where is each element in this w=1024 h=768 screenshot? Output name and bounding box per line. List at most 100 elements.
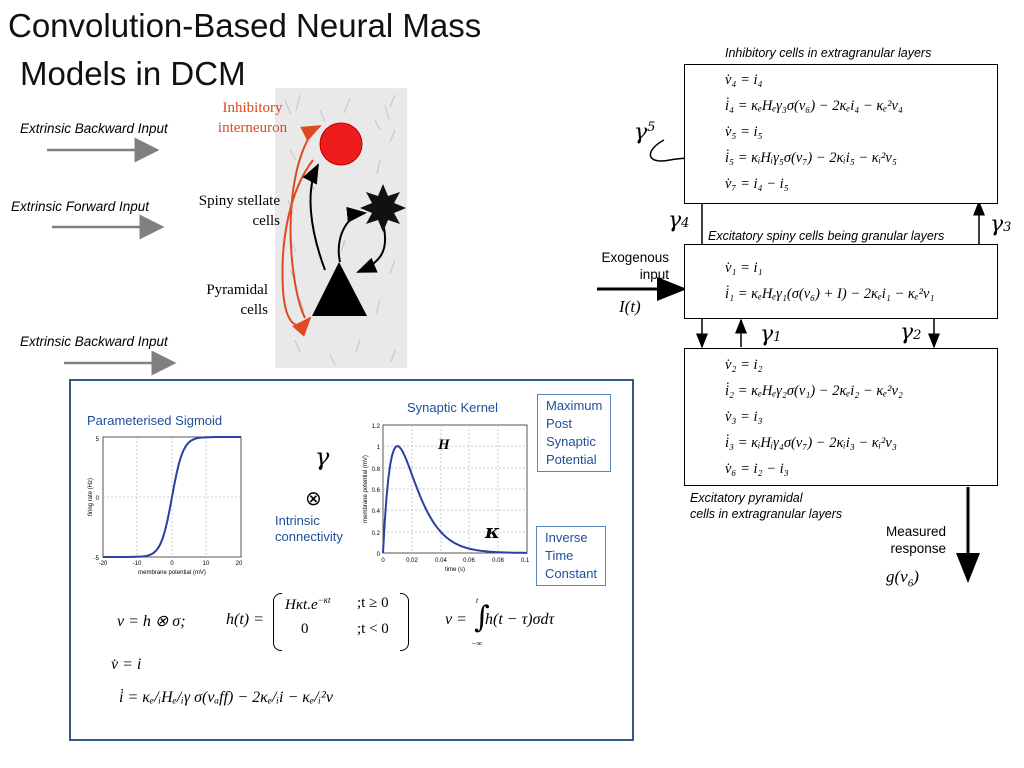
title-line-2: Models in DCM [20, 55, 246, 92]
extrinsic-backward-input-top: Extrinsic Backward Input [20, 121, 168, 136]
kernel-xtick-1: 0.02 [406, 558, 418, 564]
measured-line1: Measured [885, 524, 946, 539]
sigmoid-plot: 5 0 -5 -20 -10 0 10 20 membrane potentia… [88, 436, 243, 576]
inhibitory-to-pyramidal-arrow [281, 159, 314, 337]
kappa-symbol: κ [485, 519, 500, 543]
gamma1-symbol: γ [760, 322, 774, 347]
kernel-xtick-5: 0.1 [521, 558, 530, 564]
brace-left [273, 593, 282, 651]
extrinsic-forward-input: Extrinsic Forward Input [11, 199, 150, 214]
intrinsic-connectivity-label: Intrinsic connectivity [275, 513, 343, 545]
eq-bot-3: i̇₃ = κᵢHᵢγ₄σ(v₇) − 2κᵢi₃ − κᵢ²v₃ [725, 435, 897, 451]
sigmoid-ytick-neg5: -5 [94, 556, 100, 562]
sigmoid-xtick-0: -20 [99, 561, 108, 567]
inhibitory-interneuron-cell [319, 122, 363, 166]
pyr-caption-line2: cells in extragranular layers [690, 507, 843, 521]
kernel-xtick-2: 0.04 [435, 558, 447, 564]
gamma4-label: γ4 [668, 208, 689, 233]
intrinsic-line2: connectivity [275, 529, 343, 544]
exogenous-input-label: Exogenous input [585, 249, 669, 283]
spiny-stellate-cell [360, 184, 406, 232]
otimes-icon: ⊗ [305, 486, 322, 510]
eq-top-1: i̇₄ = κₑHₑγ₃σ(v₆) − 2κₑi₄ − κₑ²v₄ [725, 98, 903, 114]
sigmoid-ylabel: firing rate (Hz) [88, 478, 94, 516]
sigmoid-xtick-1: -10 [133, 561, 142, 567]
pyramidal-label: Pyramidal cells [180, 280, 268, 320]
sigmoid-xtick-4: 20 [236, 561, 243, 567]
kernel-ytick-1: 1 [377, 445, 381, 451]
inhibitory-cells-caption: Inhibitory cells in extragranular layers [725, 46, 932, 60]
sigmoid-xtick-2: 0 [170, 561, 174, 567]
kernel-ytick-5: 0.2 [372, 531, 381, 537]
eq-int-lower: −∞ [471, 639, 483, 648]
eq-h-case2: 0 [301, 621, 309, 637]
gamma2-label: γ2 [900, 320, 921, 345]
kernel-ytick-3: 0.6 [372, 488, 381, 494]
inhibitory-label-line1: Inhibitory [222, 100, 283, 116]
callout-inv-line2: Time [545, 548, 574, 563]
eq-convolution: v = h ⊗ σ; [117, 613, 186, 630]
eq-top-4: v̇₇ = i₄ − i₅ [725, 176, 789, 192]
gamma2-sub: 2 [913, 328, 922, 343]
stellate-to-pyramidal-arrow [356, 227, 387, 273]
eq-int-lhs: v = [445, 611, 467, 628]
gamma3-label: γ3 [990, 212, 1011, 237]
gamma5-symbol: γ [634, 120, 648, 145]
brace-right [400, 593, 409, 651]
kernel-ytick-0: 1.2 [372, 424, 381, 430]
pyramidal-label-line1: Pyramidal [206, 282, 268, 298]
callout-max-line2: Post [546, 416, 573, 431]
sigmoid-ytick-0: 0 [96, 496, 100, 502]
callout-max-line4: Potential [546, 452, 597, 467]
kernel-curve [382, 444, 527, 554]
pyramidal-to-stellate-arrow [337, 206, 367, 263]
measured-symbol-text: g(v [886, 567, 908, 586]
eq-h-case1-text: Hκt.e [285, 597, 318, 613]
eq-h-case1-exp: −κt [317, 595, 331, 605]
eq-int-upper: t [476, 596, 479, 605]
measured-symbol: g(v6) [886, 567, 919, 590]
gamma3-sub: 3 [1003, 220, 1012, 235]
pyramidal-to-inhibitory-arrow [302, 163, 326, 271]
inverse-time-constant-callout: Inverse Time Constant [536, 526, 607, 586]
eq-idot: i̇ = κₑ/ᵢHₑ/ᵢγ σ(vₐff) − 2κₑ/ᵢi − κₑ/ᵢ²v [119, 689, 333, 706]
gamma5-label: γ5 [634, 120, 655, 145]
callout-inv-line3: Constant [545, 566, 598, 581]
sigmoid-ytick-5: 5 [96, 437, 100, 443]
gamma1-label: γ1 [760, 322, 781, 347]
kernel-xtick-3: 0.06 [463, 558, 475, 564]
kernel-plot: 1.2 1 0.8 0.6 0.4 0.2 0 0 0.02 0.04 0.06… [363, 424, 530, 573]
pyramidal-equations-box: v̇₂ = i₂ i̇₂ = κₑHₑγ₂σ(v₁) − 2κₑi₂ − κₑ²… [684, 348, 998, 486]
eq-int-body: h(t − τ)σdτ [485, 611, 555, 628]
pyramidal-equations: v̇₂ = i₂ i̇₂ = κₑHₑγ₂σ(v₁) − 2κₑi₂ − κₑ²… [725, 352, 903, 482]
kernel-ylabel: membrane potential (mV) [363, 455, 369, 523]
spiny-equations-box: v̇₁ = i₁ i̇₁ = κₑHₑγ₁(σ(v₆) + I) − 2κₑi₁… [684, 244, 998, 319]
eq-h-cases: Hκt.e−κt ;t ≥ 0 0 ;t < 0 [273, 593, 409, 651]
pyramidal-cell [312, 262, 367, 316]
kernel-ytick-6: 0 [377, 552, 381, 558]
extrinsic-backward-input-bottom: Extrinsic Backward Input [20, 334, 168, 349]
title-line-1: Convolution-Based Neural Mass [8, 7, 482, 44]
kernel-ytick-4: 0.4 [372, 509, 381, 515]
gamma1-sub: 1 [773, 330, 782, 345]
gamma2-symbol: γ [900, 320, 914, 345]
page-title: Convolution-Based Neural Mass Models in … [8, 2, 481, 98]
inhibitory-label-line2: interneuron [217, 120, 288, 136]
eq-h-case1-cond: ;t ≥ 0 [357, 595, 389, 611]
callout-max-line1: Maximum [546, 398, 603, 413]
spiny-stellate-label: Spiny stellate cells [180, 191, 280, 231]
excitatory-pyramidal-caption: Excitatory pyramidal cells in extragranu… [690, 490, 842, 522]
H-symbol: H [438, 437, 450, 453]
gamma4-sub: 4 [681, 216, 690, 231]
eq-mid-0: v̇₁ = i₁ [725, 260, 763, 276]
sigmoid-title: Parameterised Sigmoid [87, 413, 223, 428]
spiny-label-line1: Spiny stellate [198, 193, 280, 209]
spiny-label-line2: cells [252, 213, 281, 229]
pyramidal-to-inhibitory-arrow-red [289, 125, 322, 319]
inhibitory-equations: v̇₄ = i₄ i̇₄ = κₑHₑγ₃σ(v₆) − 2κₑi₄ − κₑ²… [725, 67, 903, 197]
exogenous-symbol: I(t) [619, 297, 641, 316]
model-inset-panel: Parameterised Sigmoid 5 0 -5 -20 -10 0 1… [69, 379, 634, 741]
eq-bot-1: i̇₂ = κₑHₑγ₂σ(v₁) − 2κₑi₂ − κₑ²v₂ [725, 383, 903, 399]
kernel-xtick-4: 0.08 [492, 558, 504, 564]
intrinsic-line1: Intrinsic [275, 513, 320, 528]
